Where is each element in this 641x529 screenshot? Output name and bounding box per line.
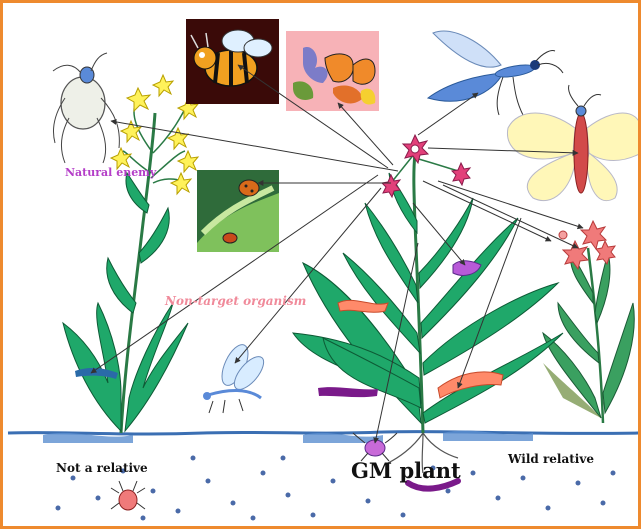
ladybird-photo <box>197 170 279 252</box>
wild-relative-flowers <box>559 221 615 269</box>
bee-photo <box>186 19 279 104</box>
gm-plant-flowers <box>382 135 470 197</box>
non-relative-plant <box>63 98 188 433</box>
butterflies-photo <box>286 31 379 111</box>
white-insect-top-left <box>53 53 119 163</box>
interaction-arrows <box>91 65 583 443</box>
not-a-relative-label: Not a relative <box>56 461 148 475</box>
wild-relative-label: Wild relative <box>508 452 594 466</box>
red-soil-bug <box>111 481 145 510</box>
wild-relative-plant <box>543 248 634 423</box>
gm-plant-ecology-scene <box>3 3 641 529</box>
lacewing-insect <box>203 341 269 413</box>
soil-line <box>8 430 641 443</box>
gm-plant-label: GM plant <box>351 458 461 483</box>
gm-plant <box>293 153 563 473</box>
blue-insect-top-right <box>428 31 563 115</box>
natural-enemy-label: Natural enemy <box>65 166 156 179</box>
yellow-butterfly-right <box>507 85 641 201</box>
non-target-organism-label: Non-target organism <box>165 294 306 308</box>
